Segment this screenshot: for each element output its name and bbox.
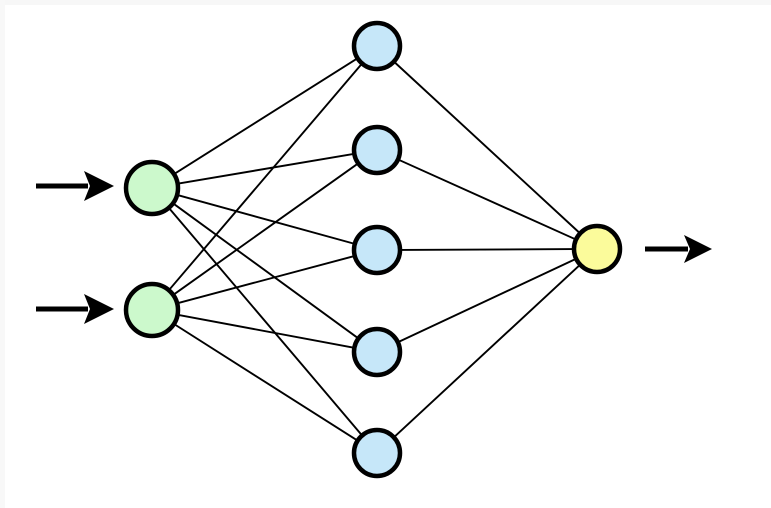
edge-group: [168, 58, 580, 441]
node-h-3[interactable]: [351, 224, 403, 276]
node-out-1[interactable]: [571, 223, 623, 275]
output-arrow: [645, 235, 712, 263]
edge-in-1-to-h-1: [174, 58, 358, 175]
edge-in-1-to-h-2: [178, 153, 354, 185]
edge-in-1-to-h-5: [168, 208, 363, 436]
input-arrow-top: [36, 171, 114, 201]
edge-h-3-to-out-1: [400, 248, 574, 251]
node-in-1[interactable]: [123, 159, 181, 217]
edge-in-2-to-h-1: [168, 63, 363, 291]
output-layer: [571, 223, 623, 275]
edge-h-4-to-out-1: [398, 258, 576, 343]
edge-in-1-to-h-3: [177, 194, 355, 245]
input-arrow-bottom-head-icon: [84, 294, 114, 324]
node-circle-h-1[interactable]: [351, 20, 403, 72]
node-circle-out-1[interactable]: [571, 223, 623, 275]
edge-in-2-to-h-4: [178, 314, 354, 349]
node-h-5[interactable]: [351, 427, 403, 479]
edge-h-2-to-out-1: [398, 159, 576, 240]
input-arrow-bottom: [36, 294, 114, 324]
edge-h-5-to-out-1: [394, 264, 580, 438]
edge-h-1-to-out-1: [394, 61, 580, 234]
output-arrow-head-icon: [684, 235, 712, 263]
input-layer: [123, 159, 181, 339]
node-circle-h-2[interactable]: [351, 124, 403, 176]
node-circle-h-3[interactable]: [351, 224, 403, 276]
node-in-2[interactable]: [123, 281, 181, 339]
input-arrow-top-head-icon: [84, 171, 114, 201]
edge-in-2-to-h-2: [173, 163, 358, 296]
node-circle-h-4[interactable]: [351, 326, 403, 378]
hidden-layer: [351, 20, 403, 479]
edge-in-2-to-h-3: [177, 255, 355, 304]
node-circle-h-5[interactable]: [351, 427, 403, 479]
node-h-2[interactable]: [351, 124, 403, 176]
node-h-1[interactable]: [351, 20, 403, 72]
node-circle-in-2[interactable]: [123, 281, 181, 339]
io-arrow-group: [36, 171, 712, 324]
node-circle-in-1[interactable]: [123, 159, 181, 217]
node-group: [123, 20, 623, 479]
edge-in-1-to-h-4: [173, 203, 359, 339]
node-h-4[interactable]: [351, 326, 403, 378]
edge-in-2-to-h-5: [174, 323, 358, 441]
